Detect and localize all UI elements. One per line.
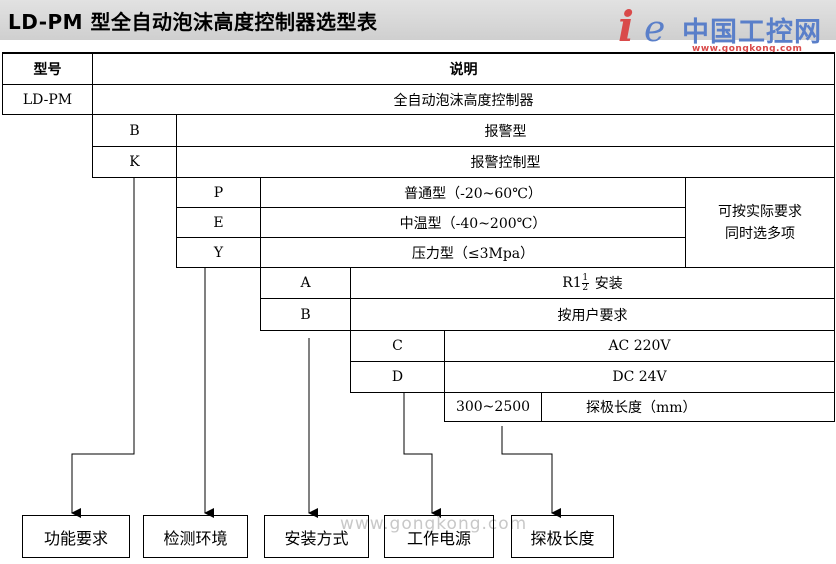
category-power-box: 工作电源 bbox=[384, 515, 494, 558]
table-rule bbox=[92, 177, 834, 178]
environment-note-line: 同时选多项 bbox=[725, 225, 795, 242]
header-description: 说明 bbox=[449, 61, 478, 78]
environment-desc-y: 压力型（≤3Mpa） bbox=[411, 245, 535, 262]
model-code: LD-PM bbox=[22, 91, 73, 108]
install-desc-prefix: R1 bbox=[562, 275, 582, 291]
function-desc-k: 报警控制型 bbox=[470, 155, 541, 171]
category-environment-box: 检测环境 bbox=[143, 515, 248, 558]
power-desc-d: DC 24V bbox=[612, 369, 667, 385]
environment-desc-e: 中温型（-40~200℃） bbox=[399, 215, 547, 232]
function-code-k: K bbox=[129, 154, 140, 170]
environment-code-y: Y bbox=[213, 244, 224, 261]
category-probe-box: 探极长度 bbox=[511, 515, 614, 558]
table-rule bbox=[260, 330, 834, 331]
table-rule bbox=[260, 298, 834, 299]
watermark: www.gongkong.com bbox=[340, 514, 528, 534]
table-rule bbox=[2, 84, 835, 85]
environment-note-line: 可按实际要求 bbox=[718, 203, 802, 220]
table-rule-top bbox=[2, 52, 835, 54]
table-rule bbox=[176, 207, 685, 208]
power-desc-c: AC 220V bbox=[608, 338, 671, 354]
model-description: 全自动泡沫高度控制器 bbox=[393, 92, 534, 109]
table-rule bbox=[176, 237, 685, 238]
fraction-bar bbox=[581, 282, 589, 284]
table-rule bbox=[176, 114, 177, 268]
function-desc-b: 报警型 bbox=[484, 123, 527, 140]
table-rule bbox=[92, 146, 834, 147]
table-rule bbox=[834, 52, 835, 422]
install-code-a: A bbox=[300, 275, 311, 291]
connector-probe bbox=[501, 426, 561, 518]
environment-code-p: P bbox=[213, 184, 224, 201]
table-rule bbox=[350, 361, 834, 362]
connector-function bbox=[71, 178, 135, 518]
fraction-denominator: 2 bbox=[582, 282, 589, 293]
environment-code-e: E bbox=[213, 214, 224, 231]
logo-name: 中国工控网 bbox=[682, 17, 822, 48]
install-fraction: 1 2 bbox=[581, 272, 589, 293]
install-desc-b: 按用户要求 bbox=[557, 307, 628, 324]
install-desc-suffix: 安装 bbox=[594, 276, 623, 292]
header-model: 型号 bbox=[33, 61, 62, 78]
table-rule bbox=[350, 267, 351, 392]
logo-mark-e: e bbox=[644, 9, 666, 50]
logo-url: www.gongkong.com bbox=[692, 44, 803, 54]
category-install-box: 安装方式 bbox=[264, 515, 369, 558]
power-code-c: C bbox=[392, 338, 403, 354]
environment-note: 可按实际要求 同时选多项 bbox=[686, 178, 834, 267]
logo-mark: i bbox=[618, 2, 634, 51]
table-rule bbox=[2, 114, 835, 115]
table-rule bbox=[176, 267, 834, 268]
install-desc-a: R1 1 2 安装 bbox=[351, 268, 834, 298]
page-title: LD-PM 型全自动泡沫高度控制器选型表 bbox=[8, 10, 378, 34]
probe-range: 300~2500 bbox=[455, 399, 531, 415]
table-rule bbox=[260, 177, 261, 331]
table-rule bbox=[92, 52, 93, 178]
table-rule bbox=[685, 177, 686, 267]
function-code-b: B bbox=[129, 122, 140, 139]
table-rule bbox=[350, 392, 834, 393]
environment-desc-p: 普通型（-20~60℃） bbox=[404, 185, 542, 202]
power-code-d: D bbox=[391, 369, 404, 385]
fraction-numerator: 1 bbox=[582, 272, 589, 283]
title-bar bbox=[0, 0, 836, 40]
install-code-b: B bbox=[300, 306, 311, 323]
table-rule bbox=[444, 330, 445, 422]
connector-power bbox=[403, 392, 441, 518]
category-function-box: 功能要求 bbox=[22, 515, 130, 558]
probe-description: 探极长度（mm） bbox=[586, 400, 697, 416]
site-logo: i e 中国工控网 www.gongkong.com bbox=[618, 4, 836, 58]
table-rule bbox=[444, 421, 834, 422]
table-rule bbox=[541, 392, 542, 421]
table-rule bbox=[2, 52, 3, 114]
